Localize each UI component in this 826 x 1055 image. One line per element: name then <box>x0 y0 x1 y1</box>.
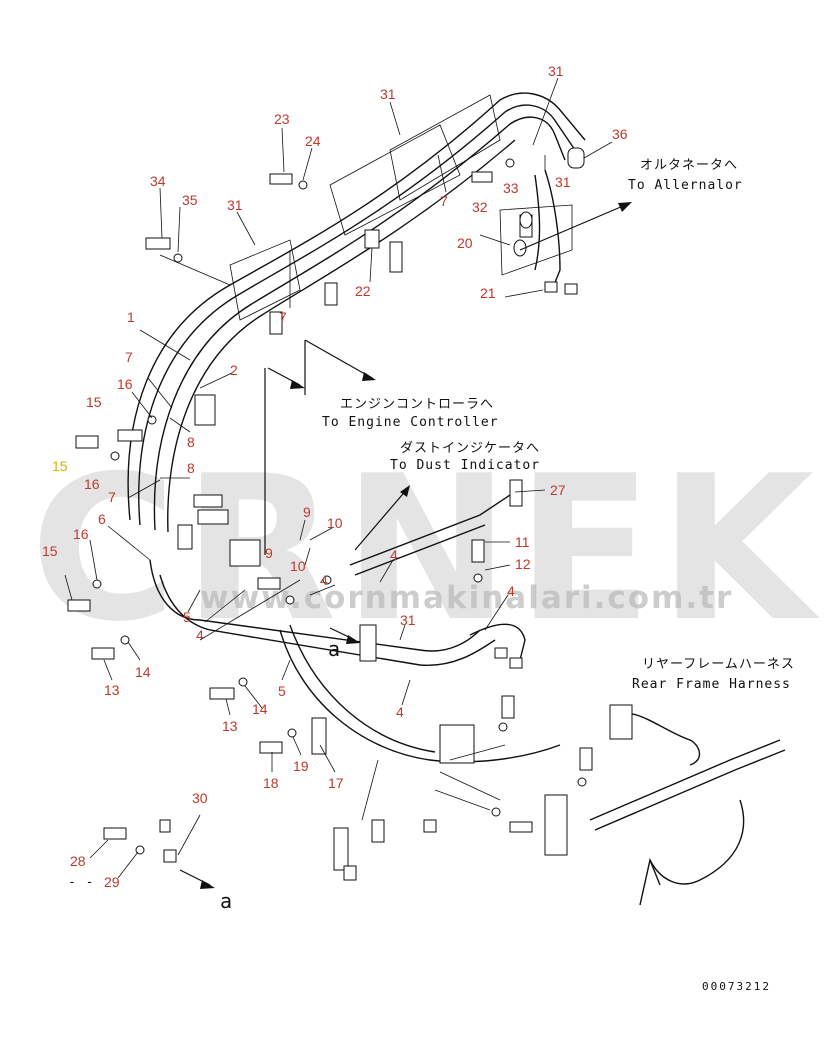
callout-14: 14 <box>135 664 151 680</box>
note-rear-frame-jp: リヤーフレームハーネス <box>642 657 795 672</box>
drawing-code: 00073212 <box>702 980 771 993</box>
clamps-brackets <box>159 214 633 881</box>
callout-10: 10 <box>290 558 306 574</box>
callout-18: 18 <box>263 775 279 791</box>
note-dust-indicator-jp: ダストインジケータへ <box>400 441 540 456</box>
callout-13: 13 <box>104 682 120 698</box>
callout-4: 4 <box>390 547 398 563</box>
callout-4: 4 <box>196 627 204 643</box>
callout-31: 31 <box>555 174 571 190</box>
callout-13: 13 <box>222 718 238 734</box>
callouts: 31 31 36 23 24 33 31 34 35 31 7 32 20 22… <box>42 63 628 890</box>
callout-2: 2 <box>230 362 238 378</box>
callout-6: 6 <box>98 511 106 527</box>
callout-28: 28 <box>70 853 86 869</box>
note-rear-frame-en: Rear Frame Harness <box>632 677 791 692</box>
callout-20: 20 <box>457 235 473 251</box>
callout-34: 34 <box>150 173 166 189</box>
callout-12: 12 <box>515 556 531 572</box>
callout-19: 19 <box>293 758 309 774</box>
callout-31: 31 <box>400 612 416 628</box>
callout-16: 16 <box>84 476 100 492</box>
callout-32: 32 <box>472 199 488 215</box>
callout-7: 7 <box>125 349 133 365</box>
callout-30: 30 <box>192 790 208 806</box>
callout-7: 7 <box>279 309 287 325</box>
callout-21: 21 <box>480 285 496 301</box>
callout-11: 11 <box>515 534 530 550</box>
callout-17: 17 <box>328 775 344 791</box>
callout-29: 29 <box>104 874 120 890</box>
callout-9: 9 <box>303 504 311 520</box>
callout-15: 15 <box>42 543 58 559</box>
view-a-label-1: a <box>328 637 341 661</box>
callout-10: 10 <box>327 515 343 531</box>
callout-15: 15 <box>86 394 102 410</box>
note-engine-controller-en: To Engine Controller <box>322 415 499 430</box>
callout-1: 1 <box>127 309 135 325</box>
view-a-label-2: a <box>220 889 233 913</box>
main-harness <box>127 92 786 906</box>
note-alternator-jp: オルタネータへ <box>640 158 738 173</box>
callout-9: 9 <box>265 545 273 561</box>
callout-36: 36 <box>612 126 628 142</box>
callout-4: 4 <box>396 704 404 720</box>
callout-8: 8 <box>187 434 195 450</box>
callout-5: 5 <box>183 609 191 625</box>
callout-31: 31 <box>380 86 396 102</box>
bolts-washers <box>67 147 593 855</box>
annotations: オルタネータへ To Allernalor エンジンコントローラへ To Eng… <box>68 158 795 993</box>
callout-14: 14 <box>252 701 268 717</box>
callout-4: 4 <box>320 572 328 588</box>
callout-5: 5 <box>278 683 286 699</box>
direction-arrows <box>179 202 632 889</box>
protective-sleeves <box>229 94 573 321</box>
callout-7: 7 <box>440 193 448 209</box>
note-alternator-en: To Allernalor <box>628 178 743 193</box>
callout-22: 22 <box>355 283 371 299</box>
dash-mark: - - <box>68 875 94 890</box>
callout-15-highlighted: 15 <box>52 458 68 474</box>
callout-31: 31 <box>227 197 243 213</box>
callout-7: 7 <box>108 489 116 505</box>
callout-8: 8 <box>187 460 195 476</box>
callout-16: 16 <box>73 526 89 542</box>
callout-16: 16 <box>117 376 133 392</box>
callout-31: 31 <box>548 63 564 79</box>
callout-23: 23 <box>274 111 290 127</box>
callout-24: 24 <box>305 133 321 149</box>
callout-4: 4 <box>507 583 515 599</box>
watermark: CRNEK www.cornmakinalari.com.tr <box>30 433 815 666</box>
callout-35: 35 <box>182 192 198 208</box>
callout-33: 33 <box>503 180 519 196</box>
note-dust-indicator-en: To Dust Indicator <box>390 458 540 473</box>
note-engine-controller-jp: エンジンコントローラへ <box>340 397 494 412</box>
callout-27: 27 <box>550 482 566 498</box>
